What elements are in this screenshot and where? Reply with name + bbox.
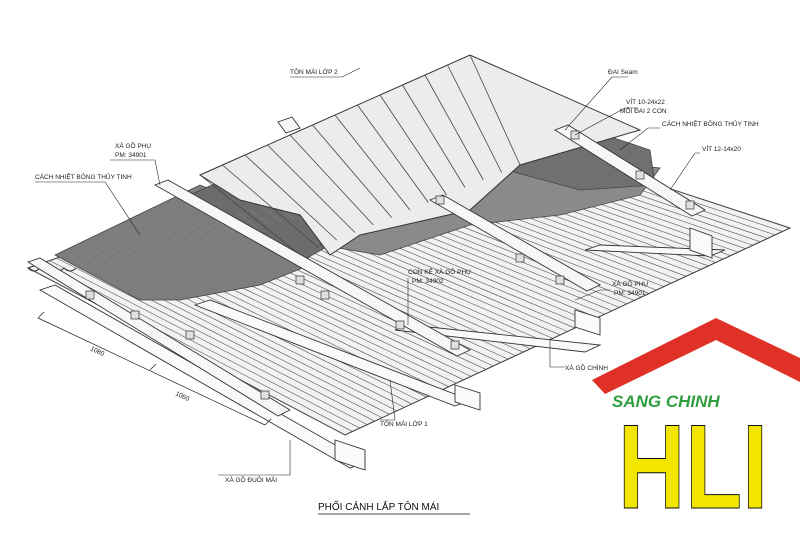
label-moi-dai-2-con: MỖI ĐAI 2 CON bbox=[620, 106, 667, 115]
label-con-ke-code: PM: 34902 bbox=[412, 278, 444, 285]
clips bbox=[85, 130, 695, 400]
dimension-1060: 1060 bbox=[174, 390, 190, 403]
secondary-purlins bbox=[26, 116, 706, 417]
label-xa-go-chinh: XÀ GỒ CHÍNH bbox=[565, 362, 608, 372]
label-xa-go-duoi-mai: XÀ GỒ ĐUÔI MÁI bbox=[225, 474, 277, 484]
label-vit-12-14: VÍT 12-14x20 bbox=[702, 144, 741, 153]
label-xa-go-phu-left: XÀ GỒ PHỤ bbox=[115, 140, 151, 150]
svg-text:HLI: HLI bbox=[618, 400, 768, 533]
logo-text: SANG CHINH bbox=[612, 392, 720, 411]
leader-lines bbox=[35, 67, 700, 476]
label-con-ke: CON KÊ XÀ GỒ PHỤ bbox=[408, 266, 471, 276]
dimension-1080: 1080 bbox=[89, 345, 105, 358]
label-vit-10-24: VÍT 10-24x22 bbox=[626, 97, 665, 106]
roof-sheet-layer-2 bbox=[198, 54, 642, 256]
label-xa-go-phu-left-code: PM: 34901 bbox=[115, 152, 147, 159]
label-cach-nhiet-left: CÁCH NHIỆT BÔNG THỦY TINH bbox=[35, 172, 132, 181]
brand-logo: SANG CHINH HLI bbox=[592, 318, 800, 533]
dimension-lines bbox=[37, 311, 272, 426]
label-xa-go-phu-right-code: PM: 34901 bbox=[614, 290, 646, 297]
label-ton-mai-lop-2: TÔN MÁI LỚP 2 bbox=[290, 67, 338, 76]
label-cach-nhiet-right: CÁCH NHIỆT BÔNG THỦY TINH bbox=[662, 119, 759, 128]
drawing-title: PHỐI CẢNH LẮP TÔN MÁI bbox=[318, 499, 439, 513]
logo-letters: HLI bbox=[618, 400, 769, 533]
main-purlins bbox=[38, 227, 726, 471]
label-xa-go-phu-right: XÀ GỒ PHỤ bbox=[612, 278, 648, 288]
label-ton-mai-lop-1: TÔN MÁI LỚP 1 bbox=[380, 419, 428, 428]
label-dai-seam: ĐAI Seam bbox=[608, 69, 638, 76]
